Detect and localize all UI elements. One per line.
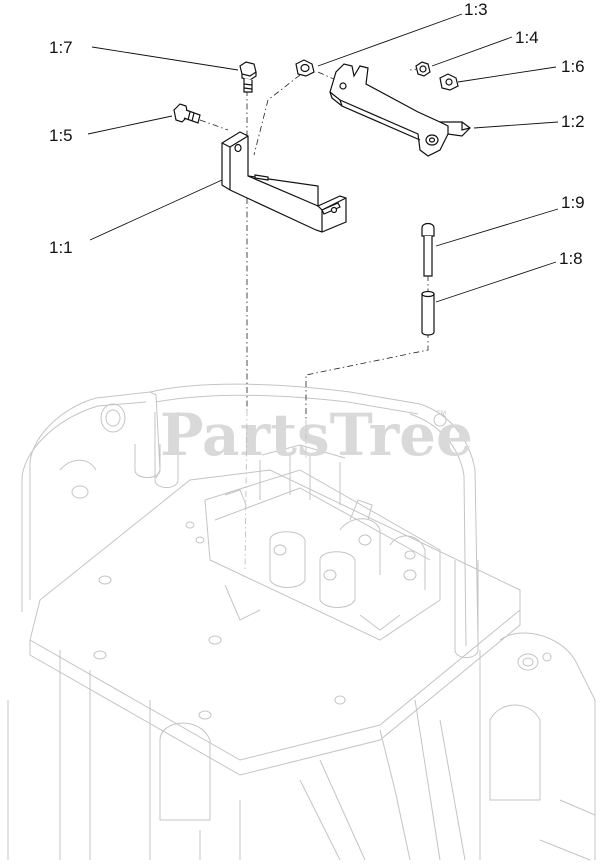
callout-1-4: 1:4 — [515, 28, 539, 47]
nut-1-3 — [295, 59, 315, 77]
leader-1-9 — [435, 208, 559, 247]
callout-1-6: 1:6 — [561, 57, 585, 76]
leader-1-6 — [457, 66, 557, 83]
bolt-1-7 — [239, 61, 257, 93]
callout-1-9: 1:9 — [561, 193, 585, 212]
nut-1-4 — [415, 61, 431, 77]
leader-lines — [87, 13, 559, 303]
partstree-watermark: PartsTree — [160, 401, 473, 469]
callout-1-1: 1:1 — [49, 238, 73, 257]
leader-1-7 — [91, 46, 239, 71]
bracket-part — [221, 131, 347, 233]
spacer-1-8 — [421, 290, 435, 336]
leader-1-1 — [89, 179, 223, 241]
leader-1-2 — [473, 121, 559, 129]
bolt-1-5 — [173, 103, 201, 124]
leader-1-3 — [317, 13, 463, 67]
callout-1-5: 1:5 — [49, 126, 73, 145]
callout-1-2: 1:2 — [561, 112, 585, 131]
pin-1-9 — [421, 222, 435, 277]
lever-part — [329, 63, 471, 157]
callout-1-3: 1:3 — [464, 0, 488, 19]
nut-1-6 — [439, 73, 459, 91]
leader-1-5 — [87, 115, 173, 135]
leader-1-8 — [435, 261, 557, 303]
leader-1-4 — [431, 36, 513, 67]
callout-1-7: 1:7 — [49, 38, 73, 57]
trademark-symbol: ™ — [436, 409, 447, 421]
machine-frame-outline — [7, 383, 596, 861]
callout-1-8: 1:8 — [559, 249, 583, 268]
callout-labels: 1:3 1:7 1:4 1:6 1:5 1:2 1:9 1:1 1:8 — [49, 0, 585, 268]
